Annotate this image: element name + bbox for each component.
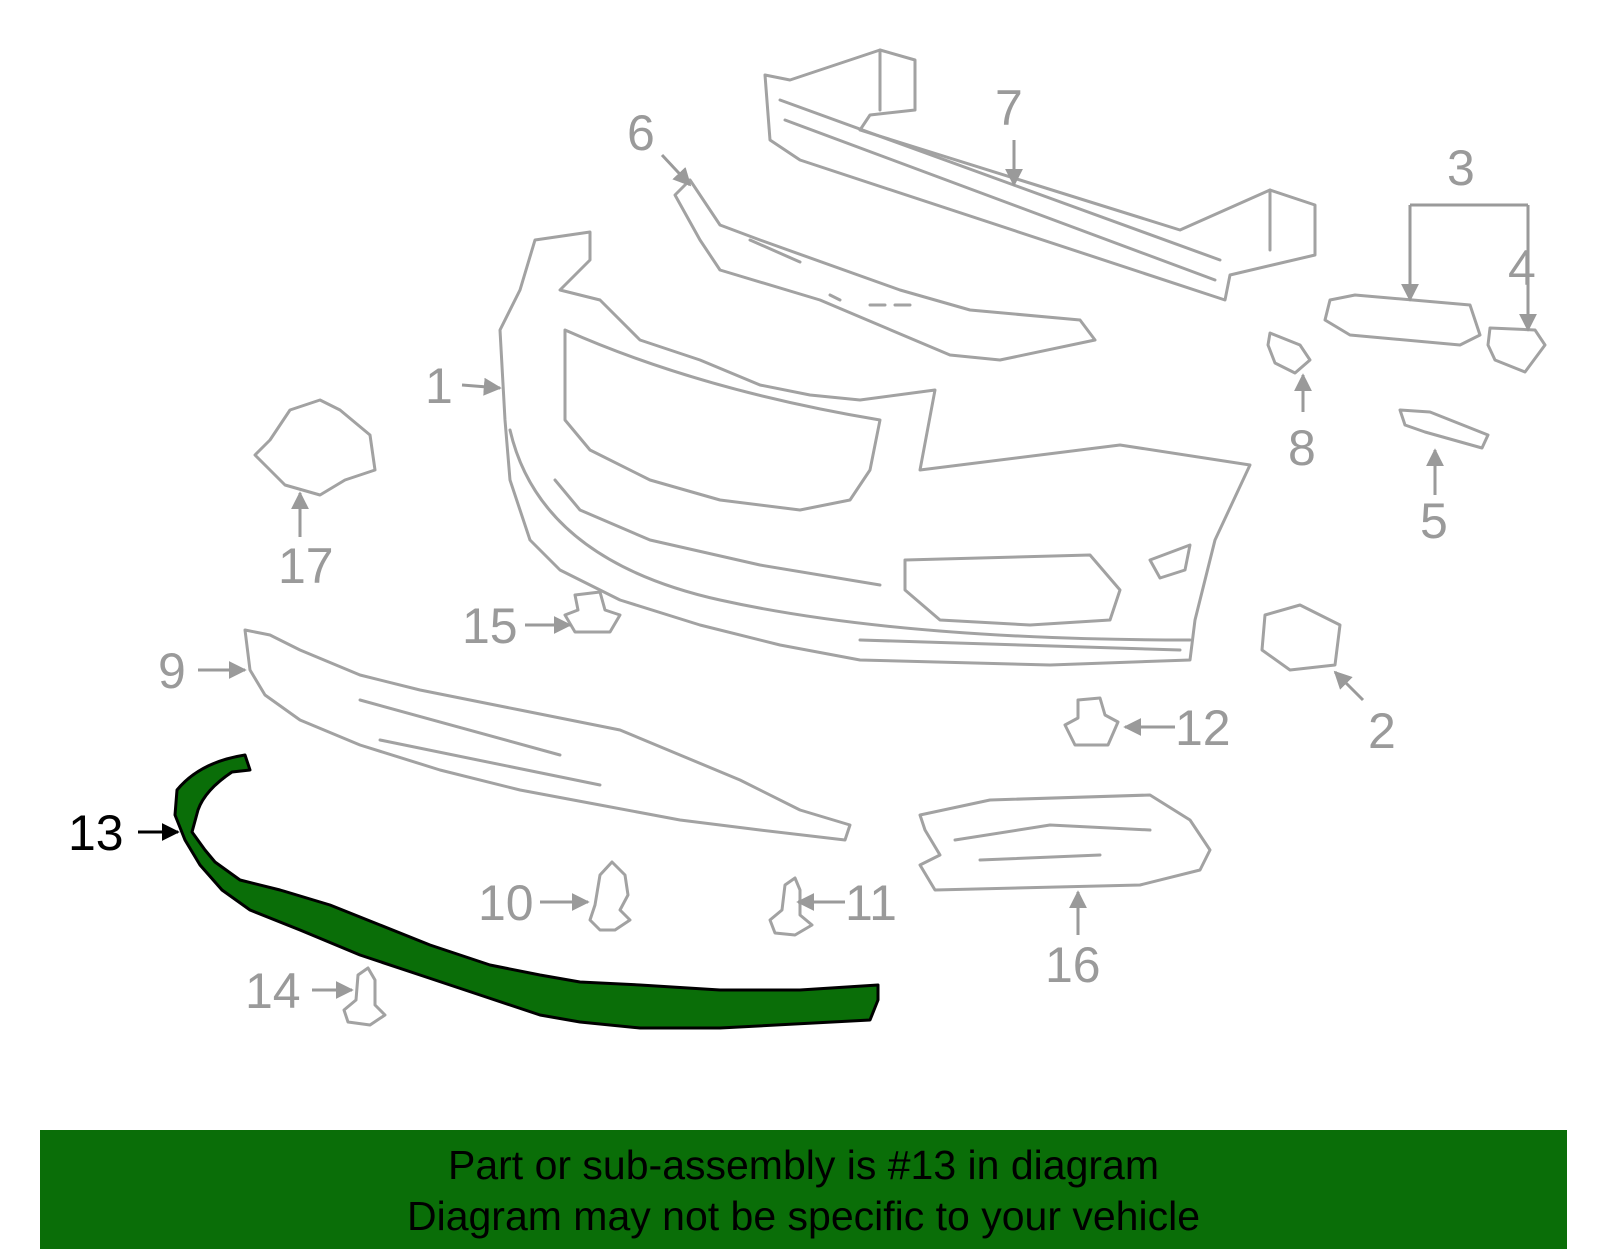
part-8-bolt <box>1266 331 1312 375</box>
callout-6: 6 <box>627 105 655 161</box>
callout-10: 10 <box>478 875 534 931</box>
info-banner: Part or sub-assembly is #13 in diagram D… <box>40 1130 1567 1249</box>
callout-5: 5 <box>1420 493 1448 549</box>
part-16-grille <box>918 793 1212 892</box>
part-11-screw <box>768 876 814 937</box>
part-14-screw <box>342 966 387 1027</box>
part-12-clip <box>1063 696 1120 747</box>
part-3-bracket <box>1323 293 1482 347</box>
callout-2: 2 <box>1368 703 1396 759</box>
callout-14: 14 <box>245 963 301 1019</box>
banner-line-disclaimer: Diagram may not be specific to your vehi… <box>406 1193 1200 1239</box>
part-6-energy-absorber <box>673 178 1097 362</box>
callout-9: 9 <box>158 643 186 699</box>
callout-17: 17 <box>278 538 334 594</box>
callout-11: 11 <box>845 875 897 931</box>
part-4-cap <box>1486 326 1547 374</box>
part-7-impact-bar <box>763 48 1317 302</box>
part-5-pin <box>1398 408 1490 450</box>
callout-13: 13 <box>68 805 124 861</box>
callout-7: 7 <box>995 80 1023 136</box>
callout-1: 1 <box>425 358 453 414</box>
part-9-deflector <box>243 628 852 842</box>
banner-line-part-number: Part or sub-assembly is #13 in diagram <box>448 1142 1159 1188</box>
callout-8: 8 <box>1288 420 1316 476</box>
callout-labels: 1 2 3 4 5 6 7 8 9 10 11 12 13 14 15 16 1… <box>68 80 1536 1019</box>
leader-arrows <box>138 140 1537 999</box>
part-1-bumper-cover <box>498 230 1252 667</box>
part-10-fastener <box>588 860 632 932</box>
part-2-sensor <box>1260 603 1342 672</box>
part-15-clip <box>563 590 622 634</box>
part-13-lower-spoiler <box>173 753 880 1030</box>
callout-12: 12 <box>1175 700 1231 756</box>
part-17-bracket <box>253 398 377 497</box>
callout-3: 3 <box>1447 140 1475 196</box>
callout-4: 4 <box>1508 240 1536 296</box>
callout-16: 16 <box>1045 937 1101 993</box>
callout-15: 15 <box>462 598 518 654</box>
